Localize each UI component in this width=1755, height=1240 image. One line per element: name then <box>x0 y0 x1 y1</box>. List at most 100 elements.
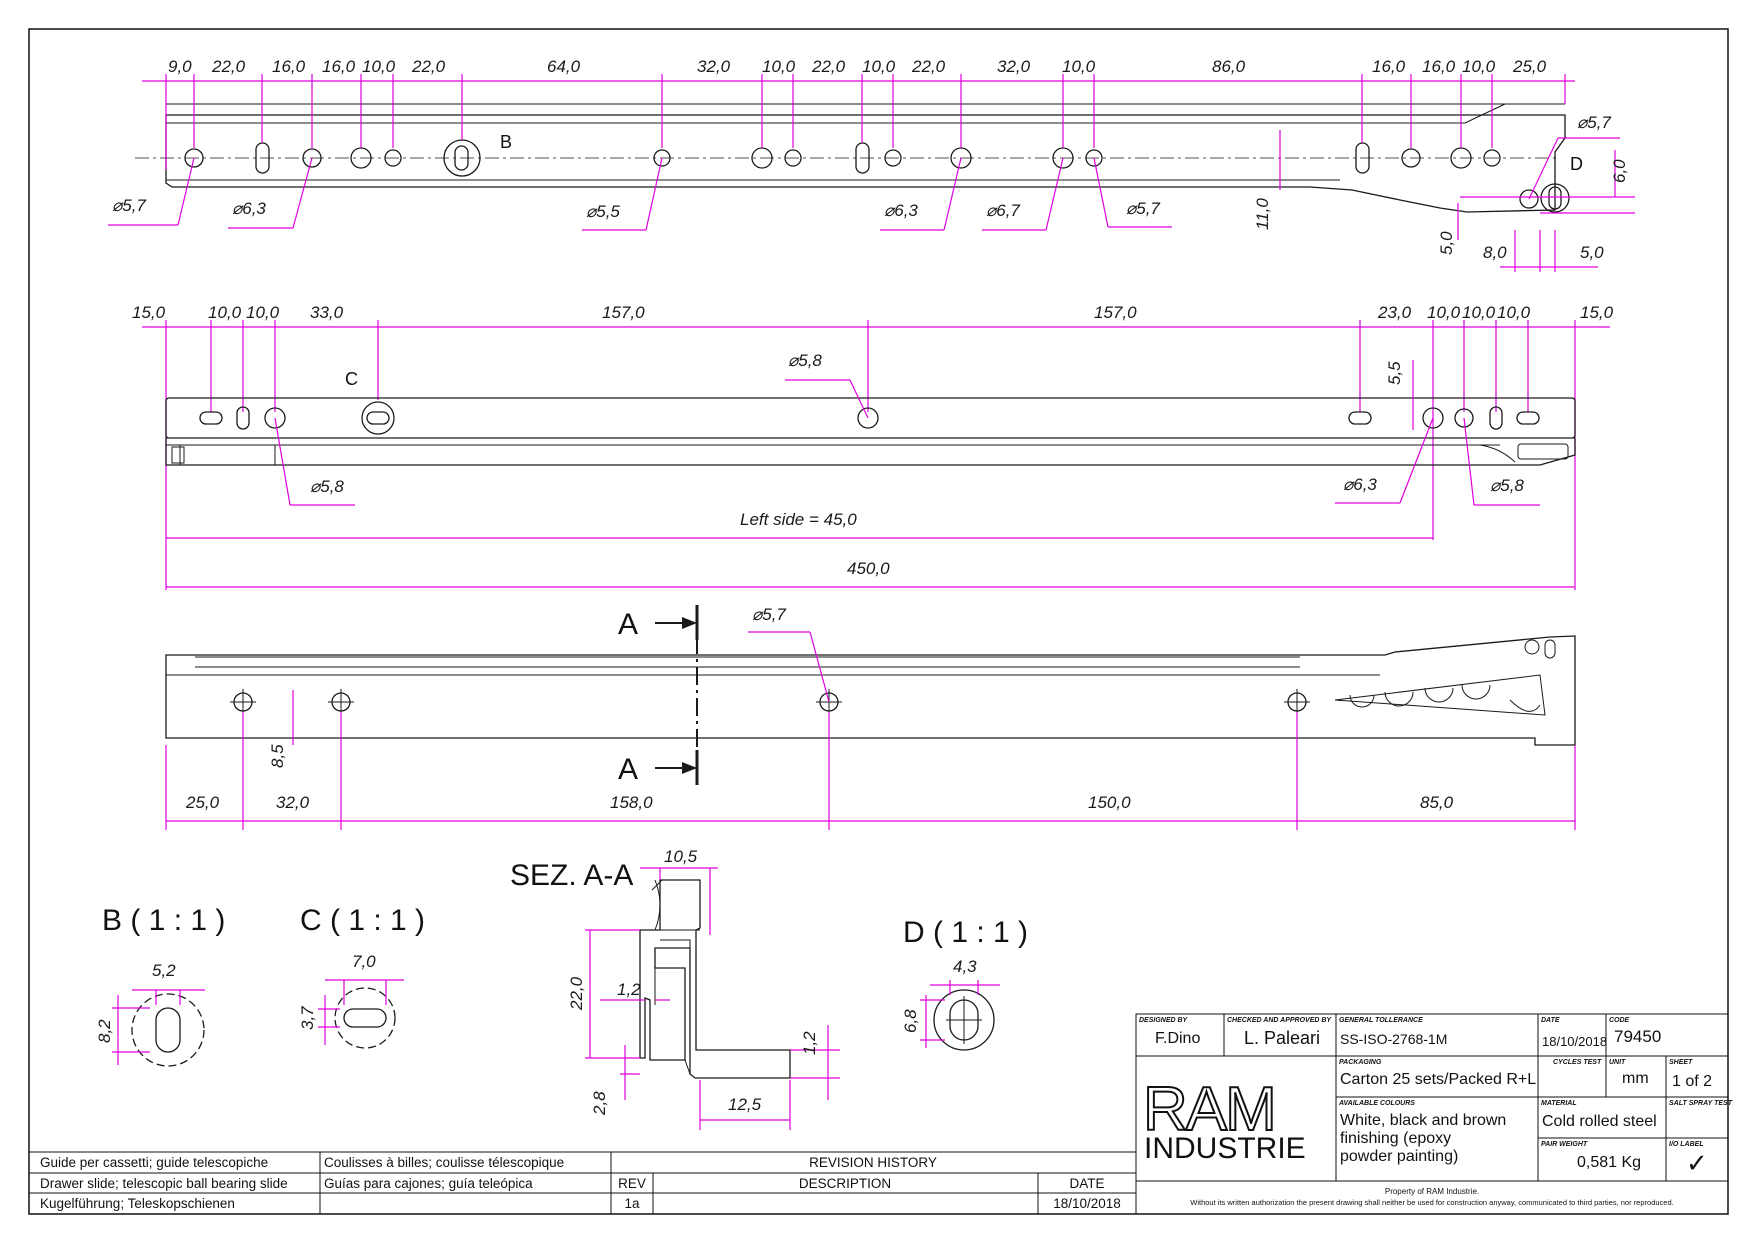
total-length: 450,0 <box>847 559 890 578</box>
desc-es: Guías para cajones; guía teleópica <box>324 1176 533 1191</box>
revision-rev: 1a <box>624 1196 640 1211</box>
top-view: 9,0 22,0 16,0 16,0 10,0 22,0 64,0 32,0 1… <box>108 57 1635 272</box>
top-hole-4: ⌀6,3 <box>884 201 918 220</box>
top-vert-5: 5,0 <box>1437 231 1456 255</box>
side-dim-2: 10,0 <box>208 303 242 322</box>
top-vert-6: 6,0 <box>1610 159 1629 183</box>
desc-en: Drawer slide; telescopic ball bearing sl… <box>40 1176 288 1191</box>
detail-d-w: 4,3 <box>953 957 977 976</box>
tb-sheet-label: SHEET <box>1669 1059 1693 1066</box>
side-dim-1: 15,0 <box>132 303 166 322</box>
side-dim-7: 23,0 <box>1377 303 1412 322</box>
section-title: SEZ. A-A <box>510 859 633 892</box>
top-dim-11: 10,0 <box>862 57 896 76</box>
bottom-view: A A ⌀5,7 8,5 25,0 32,0 158,0 150,0 85,0 <box>165 605 1576 830</box>
section-label-a-top: A <box>618 608 638 641</box>
top-dim-15: 86,0 <box>1212 57 1246 76</box>
tb-tolerance: SS-ISO-2768-1M <box>1340 1031 1447 1047</box>
tb-checked-label: CHECKED AND APPROVED BY <box>1227 1017 1332 1024</box>
tb-colours-3: powder painting) <box>1340 1148 1458 1165</box>
side-dim-4: 33,0 <box>310 303 344 322</box>
side-view: 15,0 10,0 10,0 33,0 157,0 157,0 23,0 10,… <box>132 303 1614 590</box>
tb-property: Property of RAM Industrie. <box>1385 1187 1479 1196</box>
top-dim-14: 10,0 <box>1062 57 1096 76</box>
top-dim-3: 16,0 <box>272 57 306 76</box>
tb-checked: L. Paleari <box>1244 1028 1320 1048</box>
tb-material: Cold rolled steel <box>1542 1113 1657 1130</box>
tb-notice: Without its written authorization the pr… <box>1190 1198 1673 1207</box>
tb-unit-label: UNIT <box>1609 1059 1626 1066</box>
top-vert-11: 11,0 <box>1253 198 1272 230</box>
side-dim-5: 157,0 <box>602 303 645 322</box>
top-dim-9: 10,0 <box>762 57 796 76</box>
revision-header: REVISION HISTORY <box>809 1155 937 1170</box>
desc-it: Guide per cassetti; guide telescopiche <box>40 1155 268 1170</box>
tb-colours-1: White, black and brown <box>1340 1112 1506 1129</box>
tb-unit: mm <box>1622 1070 1649 1087</box>
section-label-a-bottom: A <box>618 753 638 786</box>
section-w-top: 10,5 <box>664 847 698 866</box>
top-dim-17: 16,0 <box>1422 57 1456 76</box>
label-d: D <box>1570 154 1583 174</box>
bottom-hole: ⌀5,7 <box>752 605 786 624</box>
tb-colours-2: finishing (epoxy <box>1340 1130 1451 1147</box>
detail-b-w: 5,2 <box>152 961 176 980</box>
side-hole-2: ⌀5,8 <box>310 477 344 496</box>
tb-salt-label: SALT SPRAY TEST <box>1669 1100 1733 1107</box>
side-dim-3: 10,0 <box>246 303 280 322</box>
revision-date: 18/10/2018 <box>1053 1196 1121 1211</box>
detail-b-title: B ( 1 : 1 ) <box>102 904 225 937</box>
sheet-border <box>28 28 1729 1215</box>
tb-logo-industrie: INDUSTRIE <box>1144 1132 1306 1165</box>
tb-io-label: I/O LABEL <box>1669 1141 1704 1148</box>
tb-sheet: 1 of 2 <box>1672 1073 1712 1090</box>
section-t1: 1,2 <box>617 980 641 999</box>
tb-date-label: DATE <box>1541 1017 1560 1024</box>
section-t2: 1,2 <box>800 1031 819 1055</box>
section-h: 22,0 <box>567 976 586 1011</box>
revision-table: Guide per cassetti; guide telescopiche C… <box>29 1151 1136 1214</box>
top-dim-1: 9,0 <box>168 57 192 76</box>
desc-fr: Coulisses à billes; coulisse télescopiqu… <box>324 1155 564 1170</box>
top-dim-18: 10,0 <box>1462 57 1496 76</box>
detail-c-title: C ( 1 : 1 ) <box>300 904 425 937</box>
title-block: DESIGNED BY F.Dino CHECKED AND APPROVED … <box>1135 1013 1733 1215</box>
tb-weight-label: PAIR WEIGHT <box>1541 1141 1588 1148</box>
tb-date: 18/10/2018 <box>1542 1034 1607 1049</box>
top-dim-6: 22,0 <box>411 57 446 76</box>
left-side-note: Left side = 45,0 <box>740 510 857 529</box>
section-a-a: SEZ. A-A 10,5 22,0 1,2 1,2 2,8 12,5 <box>510 847 840 1130</box>
side-hole-3: ⌀6,3 <box>1343 475 1377 494</box>
label-b: B <box>500 132 512 152</box>
top-dim-16: 16,0 <box>1372 57 1406 76</box>
detail-c-w: 7,0 <box>352 952 376 971</box>
tb-code: 79450 <box>1614 1027 1661 1046</box>
bottom-dim-2: 32,0 <box>276 793 310 812</box>
top-dim-13: 32,0 <box>997 57 1031 76</box>
top-hole-7: ⌀5,7 <box>1577 113 1611 132</box>
top-dim-4: 16,0 <box>322 57 356 76</box>
tb-material-label: MATERIAL <box>1541 1100 1577 1107</box>
tb-weight: 0,581 Kg <box>1577 1154 1641 1171</box>
bottom-dim-4: 150,0 <box>1088 793 1131 812</box>
top-dim-10: 22,0 <box>811 57 846 76</box>
section-bottom-h: 2,8 <box>590 1091 609 1116</box>
tb-colours-label: AVAILABLE COLOURS <box>1338 1100 1415 1107</box>
top-hole-1: ⌀5,7 <box>112 196 146 215</box>
side-dim-9: 10,0 <box>1462 303 1496 322</box>
side-vert: 5,5 <box>1385 361 1404 385</box>
tb-packaging-label: PACKAGING <box>1339 1059 1382 1066</box>
top-hole-6: ⌀5,7 <box>1126 199 1160 218</box>
side-hole-1: ⌀5,8 <box>788 351 822 370</box>
detail-b: B ( 1 : 1 ) 5,2 8,2 <box>95 904 225 1067</box>
tb-logo-ram: RAM <box>1143 1075 1275 1144</box>
top-dim-8: 32,0 <box>697 57 731 76</box>
tb-code-label: CODE <box>1609 1017 1630 1024</box>
detail-d-title: D ( 1 : 1 ) <box>903 916 1028 949</box>
tb-tolerance-label: GENERAL TOLLERANCE <box>1339 1017 1423 1024</box>
tb-packaging: Carton 25 sets/Packed R+L <box>1340 1071 1536 1088</box>
revision-col-desc: DESCRIPTION <box>799 1176 891 1191</box>
section-bottom-w: 12,5 <box>728 1095 762 1114</box>
top-dim-5: 10,0 <box>362 57 396 76</box>
